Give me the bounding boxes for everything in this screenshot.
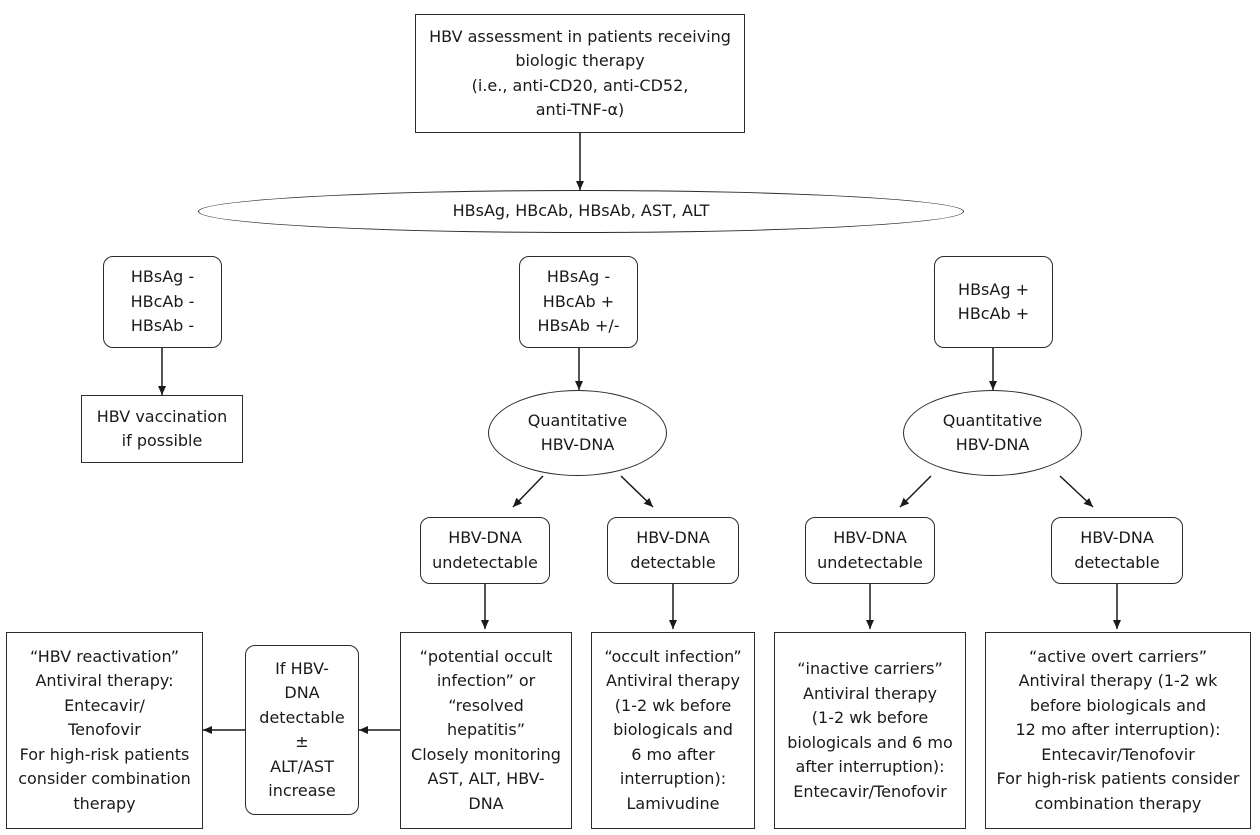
occult-potential-line: infection” or — [436, 671, 536, 691]
occult-line: Antiviral therapy — [606, 671, 740, 691]
pos-line: HBsAg + — [958, 279, 1029, 299]
root-line: biologic therapy — [515, 51, 645, 70]
active-line: before biologicals and — [1029, 695, 1207, 715]
occult-potential-line: AST, ALT, HBV- — [427, 769, 545, 789]
active-line: Entecavir/Tenofovir — [1041, 744, 1195, 764]
neg-line: HBsAb - — [130, 316, 195, 336]
und-mid-line: HBV-DNA — [448, 528, 522, 547]
arrow-quant-mid-to-detectable — [620, 475, 654, 508]
hbsag-pos-node: HBsAg + HBcAb + — [934, 256, 1053, 348]
quant-mid-line: HBV-DNA — [540, 435, 615, 454]
active-line: “active overt carriers” — [1028, 646, 1207, 666]
hbcab-pos-node: HBsAg - HBcAb + HBsAb +/- — [519, 256, 638, 348]
neg-line: HBcAb - — [130, 291, 195, 311]
ifdna-line: increase — [268, 781, 336, 800]
tests-line: HBsAg, HBcAb, HBsAb, AST, ALT — [452, 201, 710, 221]
det-mid-line: HBV-DNA — [636, 528, 710, 547]
occult-line: 6 mo after — [631, 744, 715, 764]
inactive-line: after interruption): — [795, 757, 945, 776]
root-line: (i.e., anti-CD20, anti-CD52, — [471, 75, 689, 95]
vacc-line: if possible — [121, 431, 203, 450]
active-node: “active overt carriers” Antiviral therapy… — [985, 632, 1251, 829]
det-mid-line: detectable — [630, 552, 716, 572]
ifdna-line: ALT/AST — [270, 756, 334, 776]
und-right-line: HBV-DNA — [833, 528, 907, 547]
active-line: For high-risk patients consider — [996, 769, 1240, 789]
reactivation-line: For high-risk patients — [19, 744, 190, 764]
reactivation-line: Entecavir/ — [64, 695, 145, 715]
active-line: combination therapy — [1034, 793, 1202, 813]
reactivation-line: Tenofovir — [68, 720, 141, 740]
pos-line: HBcAb + — [957, 304, 1030, 323]
occult-potential-line: hepatitis” — [446, 720, 525, 740]
active-line: 12 mo after interruption): — [1015, 720, 1221, 740]
inactive-node: “inactive carriers” Antiviral therapy (1-2… — [774, 632, 966, 829]
reactivation-line: “HBV reactivation” — [29, 646, 180, 666]
core-line: HBcAb + — [542, 291, 615, 311]
potential-occult-node: “potential occult infection” or “resolved h… — [400, 632, 572, 829]
ifdna-node: If HBV- DNA detectable ± ALT/AST increase — [245, 645, 359, 815]
inactive-line: biologicals and 6 mo — [787, 732, 953, 752]
ifdna-line: If HBV- — [275, 658, 329, 678]
reactivation-node: “HBV reactivation” Antiviral therapy: Ente… — [6, 632, 203, 829]
occult-potential-line: “resolved — [448, 695, 524, 715]
undetectable-mid-node: HBV-DNA undetectable — [420, 517, 550, 584]
arrow-quant-right-to-undetectable — [899, 475, 932, 508]
det-right-line: HBV-DNA — [1080, 528, 1154, 547]
vacc-line: HBV vaccination — [96, 406, 228, 426]
ifdna-line: detectable — [259, 707, 345, 727]
inactive-line: (1-2 wk before — [811, 708, 929, 727]
reactivation-line: consider combination — [18, 769, 191, 789]
reactivation-line: therapy — [73, 793, 136, 813]
occult-potential-line: DNA — [468, 793, 504, 813]
quant-right-line: Quantitative — [942, 410, 1043, 430]
occult-line: “occult infection” — [604, 646, 742, 666]
arrow-quant-right-to-detectable — [1059, 475, 1094, 508]
tests-ellipse: HBsAg, HBcAb, HBsAb, AST, ALT — [198, 190, 964, 233]
und-right-line: undetectable — [817, 552, 923, 572]
det-right-line: detectable — [1074, 552, 1160, 572]
active-line: Antiviral therapy (1-2 wk — [1018, 671, 1218, 691]
root-line: HBV assessment in patients receiving — [429, 26, 731, 46]
occult-potential-line: “potential occult — [419, 646, 553, 666]
ifdna-line: DNA — [284, 683, 320, 702]
neg-line: HBsAg - — [130, 267, 195, 287]
hbsag-neg-node: HBsAg - HBcAb - HBsAb - — [103, 256, 222, 348]
detectable-mid-node: HBV-DNA detectable — [607, 517, 739, 584]
inactive-line: “inactive carriers” — [797, 659, 943, 678]
inactive-line: Antiviral therapy — [803, 683, 937, 703]
arrow-quant-mid-to-undetectable — [512, 475, 544, 508]
occult-line: interruption): — [619, 769, 727, 789]
quant-right-line: HBV-DNA — [955, 435, 1030, 454]
root-node: HBV assessment in patients receiving biol… — [415, 14, 745, 133]
und-mid-line: undetectable — [432, 552, 538, 572]
root-line: anti-TNF-α) — [535, 100, 625, 119]
detectable-right-node: HBV-DNA detectable — [1051, 517, 1183, 584]
vaccination-node: HBV vaccination if possible — [81, 395, 243, 463]
occult-node: “occult infection” Antiviral therapy (1-2 … — [591, 632, 755, 829]
occult-line: Lamivudine — [626, 793, 720, 813]
ifdna-line: ± — [295, 732, 309, 751]
occult-line: biologicals and — [613, 720, 733, 740]
inactive-line: Entecavir/Tenofovir — [793, 781, 947, 801]
occult-line: (1-2 wk before — [614, 695, 732, 715]
undetectable-right-node: HBV-DNA undetectable — [805, 517, 935, 584]
core-line: HBsAb +/- — [537, 316, 620, 336]
quant-mid-line: Quantitative — [527, 410, 628, 430]
reactivation-line: Antiviral therapy: — [35, 671, 174, 691]
core-line: HBsAg - — [546, 267, 611, 287]
occult-potential-line: Closely monitoring — [411, 744, 561, 764]
